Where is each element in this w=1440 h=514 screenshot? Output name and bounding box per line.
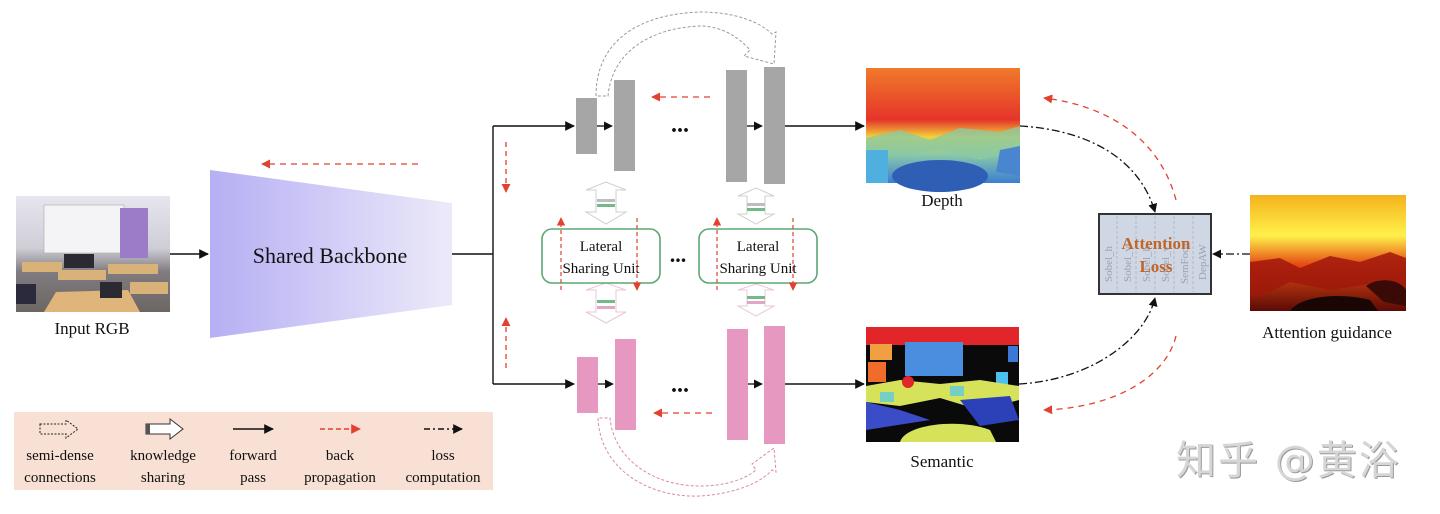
ellipsis-lateral: ... (670, 242, 687, 267)
loss-term: Sobel_h (1141, 245, 1153, 282)
legend-label: connections (24, 470, 96, 486)
shared-backbone-block (210, 170, 452, 338)
legend-label: semi-dense (26, 448, 94, 464)
depth-decoder (576, 67, 785, 184)
attention-loss-label-2: Loss (1139, 257, 1172, 276)
lateral-sharing-unit-2: Lateral Sharing Unit (698, 217, 818, 291)
legend-label: propagation (304, 470, 376, 486)
legend: semi-dense connections knowledge sharing… (14, 412, 493, 490)
semantic-layer-block (615, 339, 636, 430)
dashed-hollow-arrow-icon (39, 419, 79, 439)
input-rgb-image (16, 196, 170, 312)
legend-label: back (326, 448, 355, 464)
ellipsis-depth: ... (671, 112, 689, 138)
svg-text:Lateral: Lateral (580, 239, 622, 255)
semantic-output-label: Semantic (910, 452, 974, 471)
legend-label: sharing (141, 470, 186, 486)
shared-backbone-label: Shared Backbone (253, 243, 408, 268)
loss-term: DepAW (1197, 244, 1209, 280)
semi-dense-connection-semantic (597, 417, 777, 497)
semantic-layer-block (727, 329, 748, 440)
loss-computation-arrow (1018, 297, 1158, 385)
legend-label: forward (229, 448, 277, 464)
ellipsis-semantic: ... (671, 372, 689, 398)
svg-text:Sharing Unit: Sharing Unit (562, 261, 640, 277)
loss-computation-arrow (1019, 125, 1158, 213)
depth-output-image (866, 68, 1020, 192)
legend-label: knowledge (130, 448, 196, 464)
svg-text:Lateral: Lateral (737, 239, 779, 255)
depth-layer-block (764, 67, 785, 184)
lateral-sharing-unit-1: Lateral Sharing Unit (541, 217, 661, 291)
semantic-decoder (577, 326, 785, 444)
semantic-output-image (866, 327, 1019, 442)
loss-term: Sobel_v (1160, 245, 1172, 282)
backprop-arrow (1043, 335, 1177, 415)
semantic-layer-block (764, 326, 785, 444)
depth-layer-block (614, 80, 635, 171)
semi-dense-connection-depth (595, 11, 777, 97)
legend-label: pass (240, 470, 266, 486)
attention-guidance-label: Attention guidance (1262, 323, 1392, 342)
legend-label: computation (406, 470, 481, 486)
backprop-arrow (1043, 94, 1177, 201)
attention-loss-box: Sobel_h Sobel_v Sobel_h Sobel_v SemFocal… (1098, 213, 1212, 295)
loss-term: SemFocal (1179, 240, 1191, 284)
attention-guidance-image (1250, 195, 1406, 311)
input-rgb-label: Input RGB (54, 319, 129, 338)
legend-label: loss (431, 448, 455, 464)
hollow-arrow-icon (145, 417, 184, 441)
semantic-layer-block (577, 357, 598, 413)
loss-term: Sobel_v (1122, 245, 1134, 282)
knowledge-sharing-arrows (584, 181, 776, 324)
depth-layer-block (576, 98, 597, 154)
attention-loss-label-1: Attention (1122, 234, 1191, 253)
branch-split (452, 121, 575, 389)
svg-text:Sharing Unit: Sharing Unit (719, 261, 797, 277)
depth-layer-block (726, 70, 747, 182)
depth-output-label: Depth (921, 191, 963, 210)
loss-term: Sobel_h (1103, 245, 1115, 282)
watermark: 知乎 @黄浴 (1176, 438, 1401, 484)
